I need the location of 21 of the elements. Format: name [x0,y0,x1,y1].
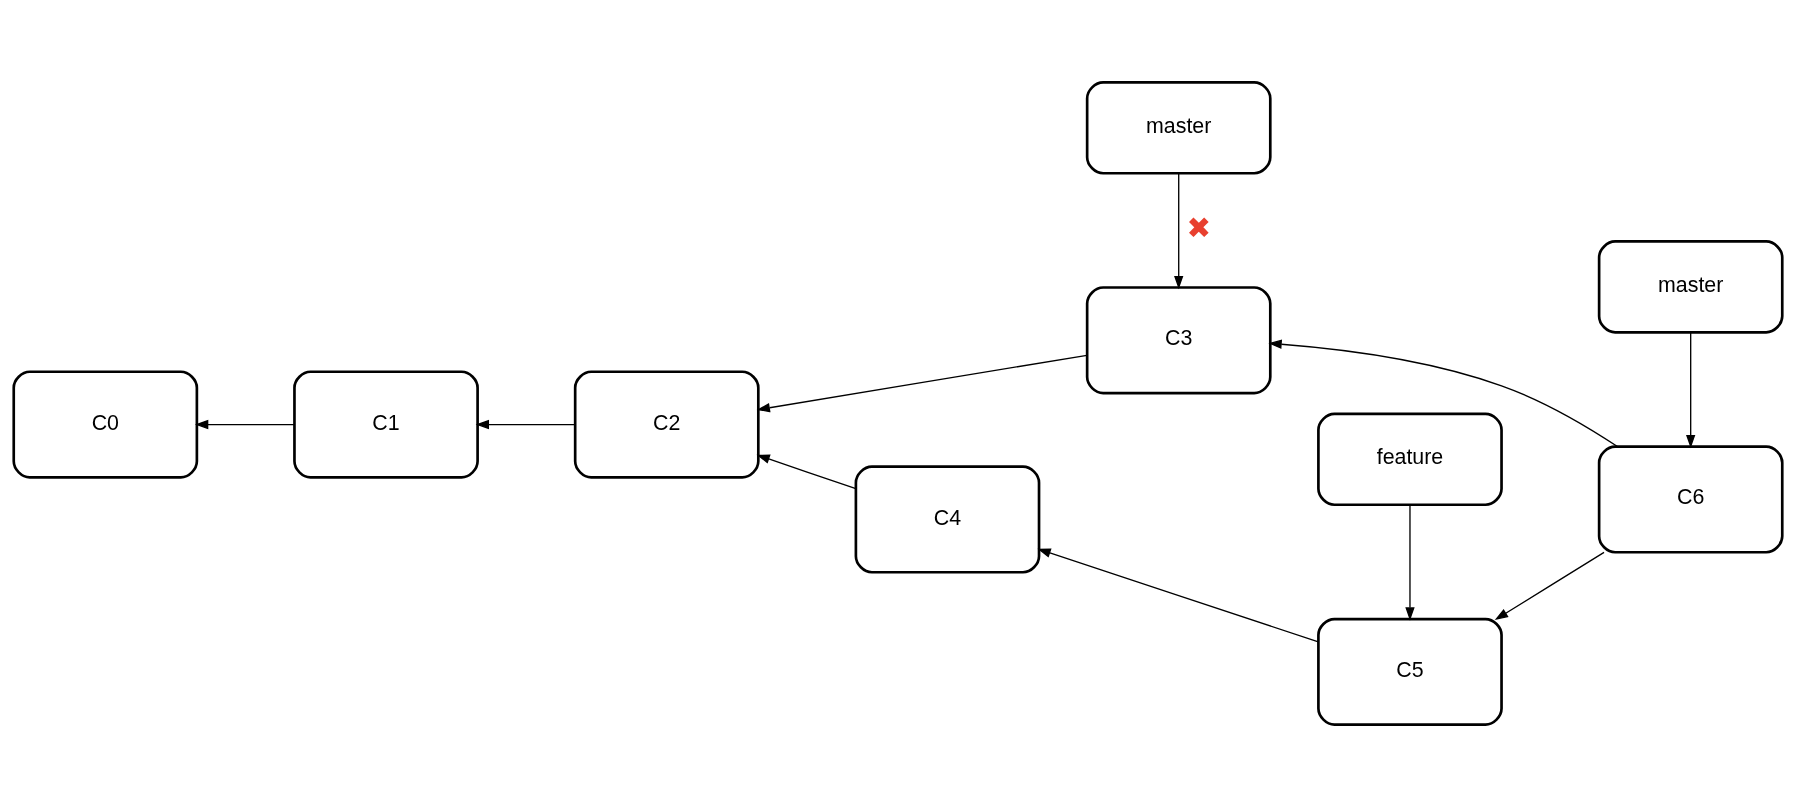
arrow [475,419,576,429]
node-box: C4 [854,464,1041,574]
node-box: feature [1317,412,1503,506]
edge-label: ✖ [1186,210,1212,245]
node-box: C5 [1317,617,1503,726]
node-box: C0 [12,369,199,479]
node-box: master [1085,80,1272,175]
node-box: C3 [1085,285,1272,394]
node-box: master [1597,239,1784,334]
arrow [1268,339,1619,447]
arrow [1405,503,1415,621]
arrow [756,354,1088,412]
node-box: C6 [1597,444,1784,554]
arrow [1686,331,1696,448]
node-box: C2 [573,369,760,479]
arrow [1174,172,1184,289]
arrow [756,454,857,489]
arrow [194,419,296,429]
arrow [1494,551,1605,620]
node-box: C1 [293,369,479,479]
arrow [1037,548,1319,643]
